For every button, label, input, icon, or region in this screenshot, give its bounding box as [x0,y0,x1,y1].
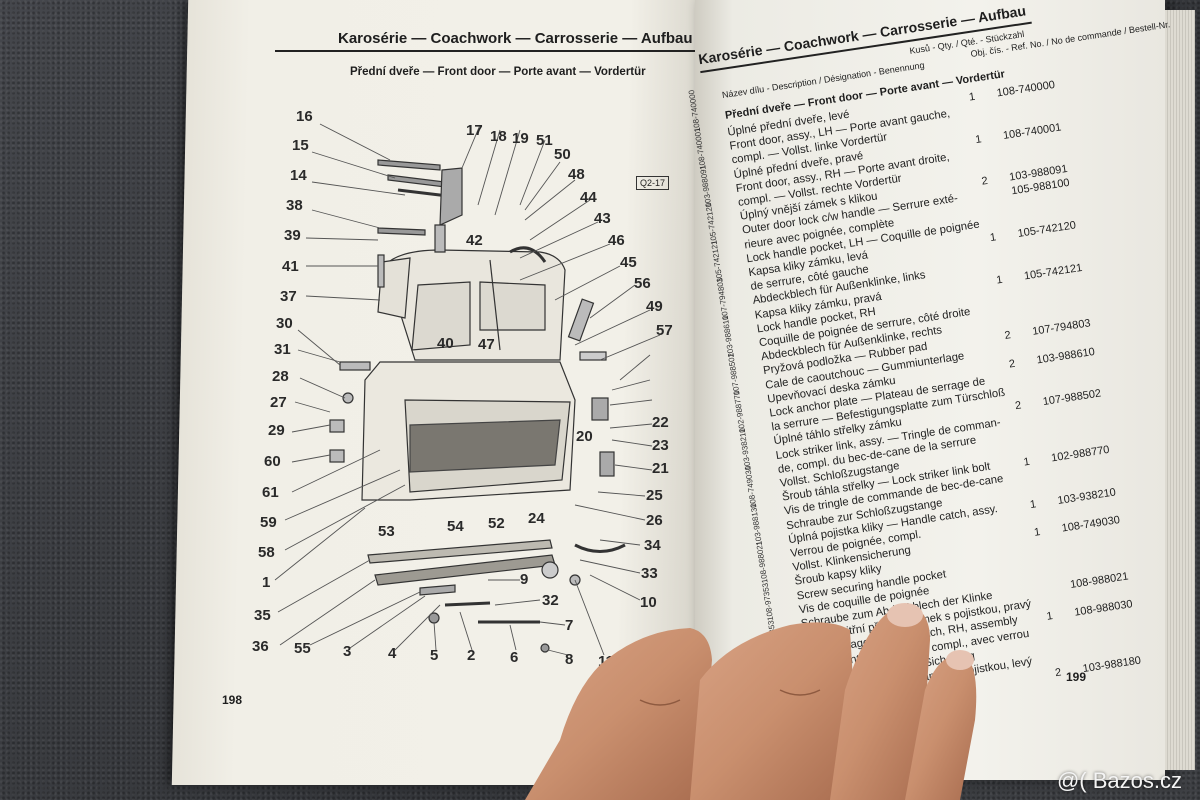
diagram-tag: Q2-17 [636,176,670,190]
callout-label: 3 [343,643,352,660]
callout-label: 36 [252,638,269,655]
callout-label: 54 [447,518,464,535]
callout-label: 46 [608,232,625,249]
callout-label: 14 [290,167,307,184]
callout-label: 45 [620,254,637,271]
callout-label: 22 [652,414,669,431]
callout-label: 5 [430,647,439,664]
callout-label: 23 [652,437,669,454]
callout-label: 29 [268,422,285,439]
callout-label: 59 [260,514,277,531]
callout-label: 33 [641,565,658,582]
left-page-subheader: Přední dveře — Front door — Porte avant … [350,66,646,78]
callout-label: 41 [282,258,299,275]
callout-label: 15 [292,137,309,154]
callout-label: 43 [594,210,611,227]
callout-label: 8 [565,651,574,668]
right-page-number: 199 [1066,670,1087,684]
callout-label: 35 [254,607,271,624]
callout-label: 39 [284,227,301,244]
callout-label: 4 [388,645,397,662]
callout-label: 20 [576,428,593,445]
callout-label: 24 [528,510,545,527]
left-page-header: Karosérie — Coachwork — Carrosserie — Au… [338,30,693,47]
callout-label: 38 [286,197,303,214]
callout-label: 25 [646,487,663,504]
callout-label: 18 [490,128,507,145]
callout-label: 58 [258,544,275,561]
watermark: @( Bazos.cz [1056,768,1182,793]
callout-label: 57 [656,322,673,339]
callout-label: 1 [262,574,271,591]
header-rule [275,50,695,52]
callout-label: 61 [262,484,279,501]
callout-label: 28 [272,368,289,385]
callout-label: 9 [520,571,529,588]
callout-label: 17 [466,122,483,139]
callout-label: 40 [437,335,454,352]
callout-label: 53 [378,523,395,540]
callout-label: 37 [280,288,297,305]
callout-label: 49 [646,298,663,315]
callout-label: 10 [640,594,657,611]
callout-label: 47 [478,336,495,353]
callout-label: 42 [466,232,483,249]
callout-label: 56 [634,275,651,292]
callout-label: 2 [467,647,476,664]
callout-label: 48 [568,166,585,183]
callout-label: 30 [276,315,293,332]
left-page-number: 198 [222,693,243,707]
callout-label: 60 [264,453,281,470]
callout-label: 16 [296,108,313,125]
callout-label: 26 [646,512,663,529]
callout-label: 50 [554,146,571,163]
callout-label: 52 [488,515,505,532]
callout-label: 27 [270,394,287,411]
callout-label: 34 [644,537,661,554]
callout-label: 32 [542,592,559,609]
callout-label: 44 [580,189,597,206]
callout-label: 55 [294,640,311,657]
page-edges [1165,10,1195,770]
callout-label: 51 [536,132,553,149]
callout-label: 19 [512,130,529,147]
callout-label: 7 [565,617,574,634]
callout-label: 21 [652,460,669,477]
callout-label: 31 [274,341,291,358]
callout-label: 6 [510,649,519,666]
